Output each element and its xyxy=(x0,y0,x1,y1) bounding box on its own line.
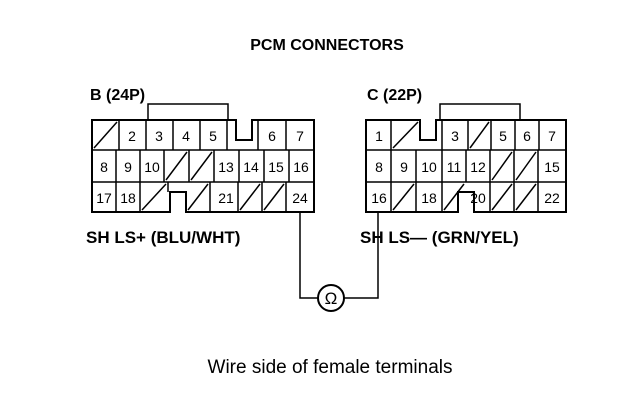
pin-b-2: 2 xyxy=(128,128,136,144)
pin-c-9: 9 xyxy=(400,159,408,175)
pin-b-24: 24 xyxy=(292,190,308,206)
connector-b-latch xyxy=(147,103,229,120)
pin-c-8: 8 xyxy=(375,159,383,175)
pin-b-7: 7 xyxy=(296,128,304,144)
pin-c-3: 3 xyxy=(451,128,459,144)
diagram-caption: Wire side of female terminals xyxy=(208,357,453,378)
pin-b-6: 6 xyxy=(268,128,276,144)
pin-b-10: 10 xyxy=(144,159,160,175)
pin-b-13: 13 xyxy=(218,159,234,175)
connector-b-label: B (24P) xyxy=(90,87,145,104)
pin-b-8: 8 xyxy=(100,159,108,175)
pin-b-14: 14 xyxy=(243,159,259,175)
connector-c-body xyxy=(365,119,567,213)
pin-c-5: 5 xyxy=(499,128,507,144)
connector-b-pin-label: SH LS+ (BLU/WHT) xyxy=(86,228,240,247)
pin-c-16: 16 xyxy=(371,190,387,206)
connector-c: C (22P) xyxy=(365,87,567,213)
ohmmeter-circle xyxy=(317,284,345,312)
pin-c-18: 18 xyxy=(421,190,437,206)
diagram-title: PCM CONNECTORS xyxy=(250,37,404,54)
pin-c-15: 15 xyxy=(544,159,560,175)
pin-c-10: 10 xyxy=(421,159,437,175)
pin-c-7: 7 xyxy=(548,128,556,144)
pin-c-20: 20 xyxy=(470,190,486,206)
pin-c-1: 1 xyxy=(375,128,383,144)
probe-wire-b xyxy=(299,212,318,299)
pin-b-17: 17 xyxy=(96,190,112,206)
probe-wire-c xyxy=(344,212,379,299)
ohm-icon: Ω xyxy=(325,289,338,308)
pin-c-22: 22 xyxy=(544,190,560,206)
pin-b-15: 15 xyxy=(268,159,284,175)
pin-b-4: 4 xyxy=(182,128,190,144)
pin-b-9: 9 xyxy=(124,159,132,175)
pin-b-21: 21 xyxy=(218,190,234,206)
connector-c-pin-label: SH LS— (GRN/YEL) xyxy=(360,228,519,247)
pin-b-18: 18 xyxy=(120,190,136,206)
pin-b-3: 3 xyxy=(155,128,163,144)
pin-b-16: 16 xyxy=(293,159,309,175)
pin-b-5: 5 xyxy=(209,128,217,144)
pin-c-6: 6 xyxy=(523,128,531,144)
connector-c-label: C (22P) xyxy=(367,87,422,104)
pin-c-12: 12 xyxy=(470,159,486,175)
connector-c-latch xyxy=(439,103,521,120)
ohmmeter: Ω xyxy=(317,284,345,312)
pin-c-11: 11 xyxy=(447,159,462,175)
connector-b: B (24P) xyxy=(90,87,315,213)
connector-b-body xyxy=(91,119,315,213)
